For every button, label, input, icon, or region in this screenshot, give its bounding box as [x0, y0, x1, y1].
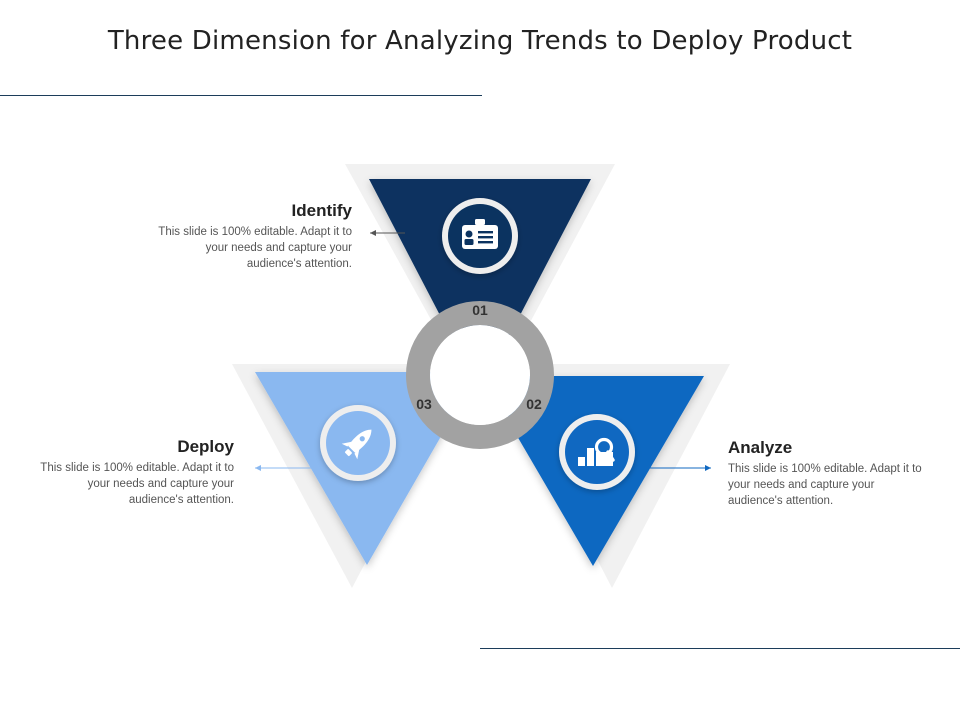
bottom-divider — [480, 648, 960, 649]
identify-heading: Identify — [291, 201, 352, 220]
page-title: Three Dimension for Analyzing Trends to … — [107, 26, 853, 56]
center-ring — [406, 301, 554, 449]
step-number-03: 03 — [416, 396, 432, 412]
deploy-description: This slide is 100% editable. Adapt it to… — [40, 462, 234, 506]
top-divider — [0, 95, 482, 96]
analyze-description: This slide is 100% editable. Adapt it to… — [728, 463, 922, 507]
analyze-heading: Analyze — [728, 438, 793, 457]
center-ring-hole — [430, 325, 530, 425]
deploy-label: Deploy This slide is 100% editable. Adap… — [34, 437, 234, 508]
analyze-label: Analyze This slide is 100% editable. Ada… — [728, 438, 928, 509]
deploy-connector — [255, 465, 312, 471]
rocket-icon — [341, 429, 372, 460]
identify-connector — [370, 230, 405, 236]
chart-search-icon — [578, 437, 615, 466]
deploy-heading: Deploy — [177, 437, 234, 456]
identify-description: This slide is 100% editable. Adapt it to… — [158, 226, 352, 270]
deploy-icon-badge — [320, 405, 396, 481]
identify-triangle — [369, 179, 591, 392]
step-number-02: 02 — [526, 396, 542, 412]
analyze-connector — [650, 465, 711, 471]
step-number-01: 01 — [472, 302, 488, 318]
identify-label: Identify This slide is 100% editable. Ad… — [152, 201, 352, 272]
identify-icon-badge — [442, 198, 518, 274]
analyze-icon-badge — [559, 414, 635, 490]
